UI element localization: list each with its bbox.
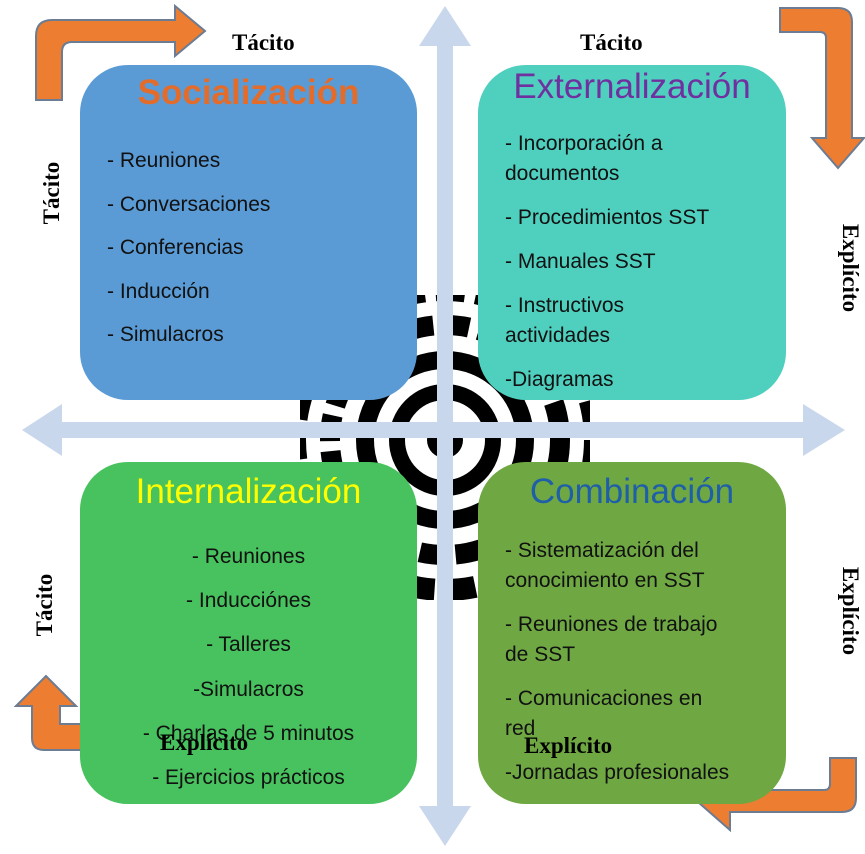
curved-arrows: [13, 3, 865, 833]
externalizacion-item: - Manuales SST: [505, 250, 656, 273]
combinacion-item: red: [505, 717, 536, 740]
label-explicito-bottom-right: Explícito: [524, 733, 613, 758]
externalizacion-item: documentos: [505, 162, 620, 185]
internalizacion-item: - Talleres: [206, 633, 291, 657]
curved-arrow-bottom-right-icon: [696, 757, 857, 833]
label-explicito-bottom-left: Explícito: [160, 730, 249, 755]
label-explicito-right-top: Explícito: [838, 223, 863, 313]
combinacion-item: -Jornadas profesionales: [505, 761, 730, 784]
combinacion-item-list: - Sistematización del conocimiento en SST…: [505, 536, 729, 788]
horizontal-axis-arrow-icon: [22, 404, 845, 456]
quadrant-title-internalizacion: Internalización: [135, 472, 362, 511]
externalizacion-item: - Incorporación a: [505, 132, 663, 155]
quadrant-title-externalizacion: Externalización: [513, 67, 751, 106]
socializacion-item: - Reuniones: [107, 149, 221, 172]
quadrant-combinacion: Combinación - Sistematización del conocim…: [478, 462, 786, 804]
socializacion-item: - Conferencias: [107, 236, 244, 259]
internalizacion-item: - Ejercicios prácticos: [152, 766, 345, 790]
curved-arrow-top-left-icon: [35, 3, 207, 101]
label-tacito-left-bottom: Tácito: [32, 573, 57, 637]
quadrant-title-combinacion: Combinación: [529, 472, 735, 511]
label-tacito-top-right: Tácito: [580, 30, 643, 55]
label-tacito-left-top: Tácito: [39, 161, 64, 225]
externalizacion-item: actividades: [505, 324, 611, 347]
combinacion-item: de SST: [505, 643, 576, 666]
axis-arrows: [22, 6, 845, 846]
externalizacion-item: - Procedimientos SST: [505, 206, 710, 229]
label-explicito-right-bottom: Explícito: [838, 566, 863, 656]
combinacion-item: conocimiento en SST: [505, 569, 705, 592]
socializacion-item: - Conversaciones: [107, 192, 271, 216]
quadrant-internalizacion: Internalización - Reuniones - Inducciónes…: [80, 462, 417, 804]
combinacion-item: - Reuniones de trabajo: [505, 613, 718, 636]
internalizacion-item: - Charlas de 5 minutos: [142, 721, 355, 745]
socializacion-item: - Inducción: [107, 279, 210, 303]
quadrant-socializacion: Socialización - Reuniones - Conversacione…: [80, 65, 417, 400]
internalizacion-item: - Reuniones: [191, 545, 306, 568]
socializacion-item-list: - Reuniones - Conversaciones - Conferencia…: [107, 139, 270, 357]
internalizacion-item: - Inducciónes: [186, 589, 311, 613]
internalizacion-item-list: - Reuniones - Inducciónes - Talleres -Simul…: [80, 535, 417, 800]
quadrant-externalizacion: Externalización - Incorporación a documen…: [478, 65, 786, 400]
internalizacion-item: -Simulacros: [193, 677, 304, 701]
socializacion-item: - Simulacros: [107, 323, 224, 346]
combinacion-item: - Sistematización del: [505, 539, 699, 562]
combinacion-item: - Comunicaciones en: [505, 687, 703, 710]
externalizacion-item-list: - Incorporación a documentos - Procedimien…: [505, 129, 709, 395]
externalizacion-item: -Diagramas: [505, 368, 614, 391]
label-tacito-top-left: Tácito: [232, 30, 295, 55]
curved-arrow-top-right-icon: [779, 7, 865, 170]
externalizacion-item: - Instructivos: [505, 294, 625, 317]
quadrant-title-socializacion: Socialización: [137, 73, 360, 112]
